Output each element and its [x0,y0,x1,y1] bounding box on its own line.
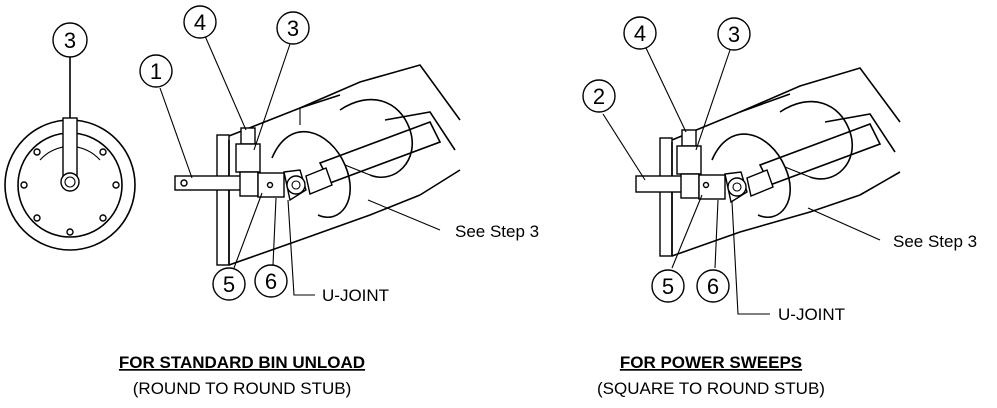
right-caption-subtitle: (SQUARE TO ROUND STUB) [597,379,825,398]
left-caption-title: FOR STANDARD BIN UNLOAD [119,353,365,372]
callout-right-shaft: 2 [582,79,616,113]
callout-left-coupler: 6 [254,264,288,298]
callout-left-bolt: 4 [183,5,217,39]
see-step-label: See Step 3 [893,232,977,251]
callout-left-pin: 5 [212,267,246,301]
ujoint-label: U-JOINT [778,305,845,324]
ujoint-label: U-JOINT [322,286,389,305]
callout-number: 4 [194,10,206,35]
right-leaders [602,47,881,315]
callout-number: 4 [634,21,646,46]
callout-left-collar: 3 [276,11,310,45]
callout-right-bolt: 4 [623,16,657,50]
see-step-label: See Step 3 [455,222,539,241]
left-leaders [159,35,441,296]
callout-number: 3 [287,16,299,41]
left-caption-subtitle: (ROUND TO ROUND STUB) [133,379,352,398]
left-assembly [174,64,461,266]
callout-number: 3 [728,22,740,47]
callout-right-collar: 3 [717,17,751,51]
callout-number: 3 [64,28,76,53]
callout-right-coupler: 6 [696,269,730,303]
callout-number: 5 [662,274,674,299]
callout-number: 6 [707,274,719,299]
callout-number: 6 [265,269,277,294]
callout-number: 2 [593,84,605,109]
callout-number: 5 [223,272,235,297]
right-assembly [635,67,901,257]
callout-right-pin: 5 [651,269,685,303]
callout-round-view: 3 [52,22,88,58]
flange-end-view [4,56,136,251]
callout-left-shaft: 1 [139,54,173,88]
right-caption-title: FOR POWER SWEEPS [620,353,802,372]
callout-number: 1 [150,59,162,84]
